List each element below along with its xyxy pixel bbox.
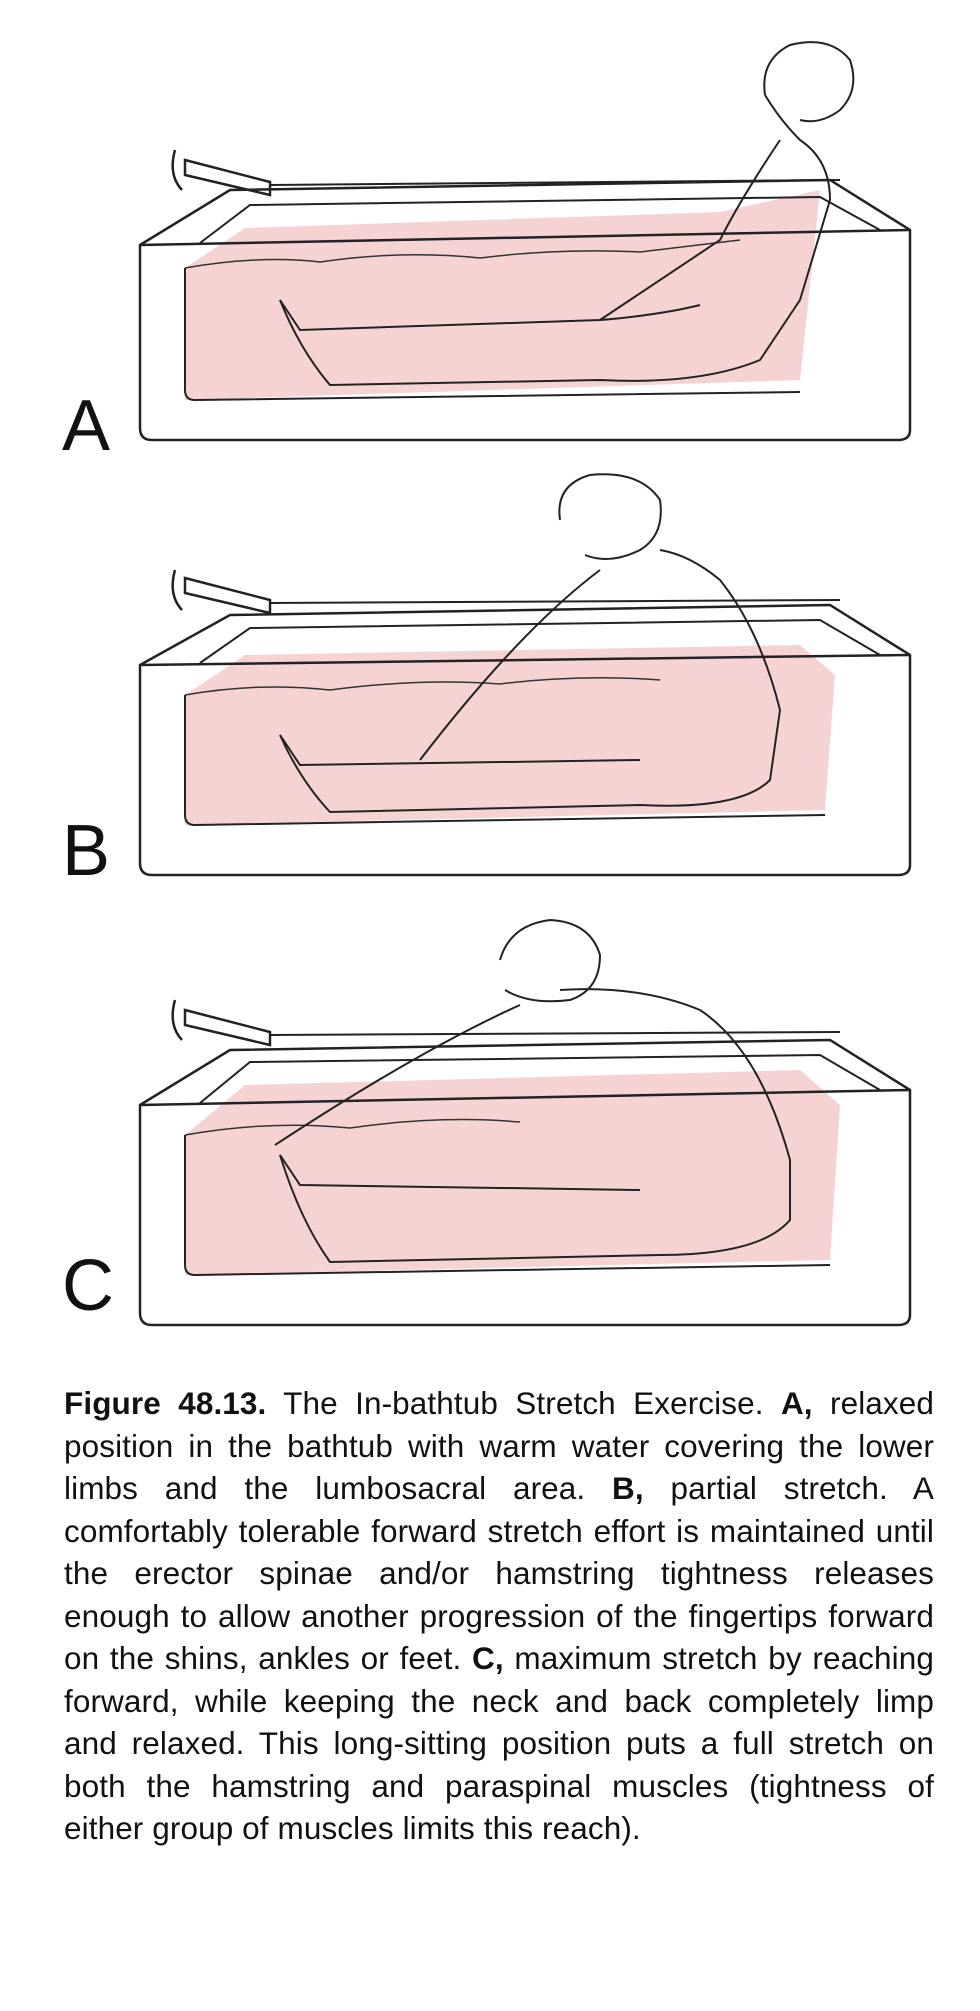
- caption-text-c: maximum stretch by reaching forward, whi…: [64, 1640, 934, 1846]
- caption-label-b: B,: [612, 1470, 644, 1506]
- caption-text-b: partial stretch. A comfortably tolerable…: [64, 1470, 934, 1676]
- caption-title: The In-bathtub Stretch Exercise.: [266, 1385, 781, 1421]
- caption-text-a: relaxed position in the bathtub with war…: [64, 1385, 935, 1506]
- bathtub-illustration-partial-stretch: [138, 473, 912, 877]
- figure-caption: Figure 48.13. The In-bathtub Stretch Exe…: [64, 1382, 934, 1850]
- panel-b: B: [0, 460, 980, 900]
- panel-a: A: [0, 0, 980, 466]
- panel-letter-c: C: [62, 1246, 114, 1326]
- panel-letter-b: B: [62, 811, 111, 891]
- caption-label-a: A,: [780, 1385, 813, 1421]
- panel-letter-a: A: [62, 386, 111, 466]
- bathtub-illustration-relaxed: [138, 41, 912, 442]
- caption-label-c: C,: [472, 1640, 504, 1676]
- bathtub-illustration-maximum-stretch: [138, 918, 912, 1327]
- panel-c: C: [0, 900, 980, 1340]
- caption-figure-label: Figure 48.13.: [64, 1385, 267, 1421]
